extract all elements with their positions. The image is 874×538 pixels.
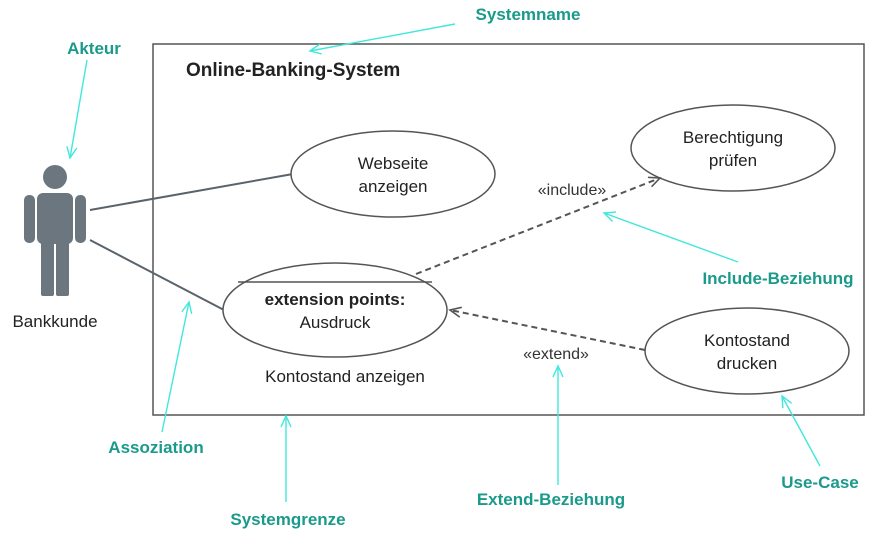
annotation-akteur: Akteur <box>67 39 121 58</box>
actor-label: Bankkunde <box>12 312 97 331</box>
extension-point-ausdruck: Ausdruck <box>300 313 371 332</box>
annotation-systemgrenze: Systemgrenze <box>230 510 345 529</box>
usecase-show-balance <box>222 262 448 358</box>
annotation-systemname: Systemname <box>476 5 581 24</box>
annotation-assoziation: Assoziation <box>108 438 203 457</box>
include-arrow <box>415 176 662 275</box>
annotation-extend-beziehung: Extend-Beziehung <box>477 490 625 509</box>
actor-bankkunde-icon <box>24 165 86 296</box>
usecase-check-authorization <box>630 104 836 192</box>
system-boundary <box>152 43 865 416</box>
annotation-arrow-akteur <box>66 59 88 160</box>
extension-points-header: extension points: <box>265 290 406 309</box>
include-stereotype: «include» <box>538 182 607 199</box>
usecase-check-authorization-line2: prüfen <box>709 151 757 170</box>
annotation-arrow-assoziation <box>161 300 193 433</box>
annotation-arrow-systemname <box>308 23 456 55</box>
extend-arrow <box>448 306 646 351</box>
usecase-show-website-line1: Webseite <box>358 154 429 173</box>
extend-stereotype: «extend» <box>523 346 589 363</box>
usecase-print-balance-line2: drucken <box>717 354 777 373</box>
usecase-show-website <box>290 130 496 218</box>
annotation-arrow-include <box>602 211 739 263</box>
system-title: Online-Banking-System <box>186 60 400 81</box>
usecase-print-balance <box>644 307 850 395</box>
annotation-include-beziehung: Include-Beziehung <box>702 269 853 288</box>
annotation-arrow-use-case <box>781 394 821 467</box>
association-line-website <box>89 173 294 211</box>
usecase-print-balance-line1: Kontostand <box>704 331 790 350</box>
association-line-balance <box>89 239 225 311</box>
usecase-show-website-line2: anzeigen <box>358 177 427 196</box>
usecase-show-balance-label: Kontostand anzeigen <box>265 367 425 386</box>
annotation-use-case: Use-Case <box>781 473 859 492</box>
usecase-check-authorization-line1: Berechtigung <box>683 128 783 147</box>
